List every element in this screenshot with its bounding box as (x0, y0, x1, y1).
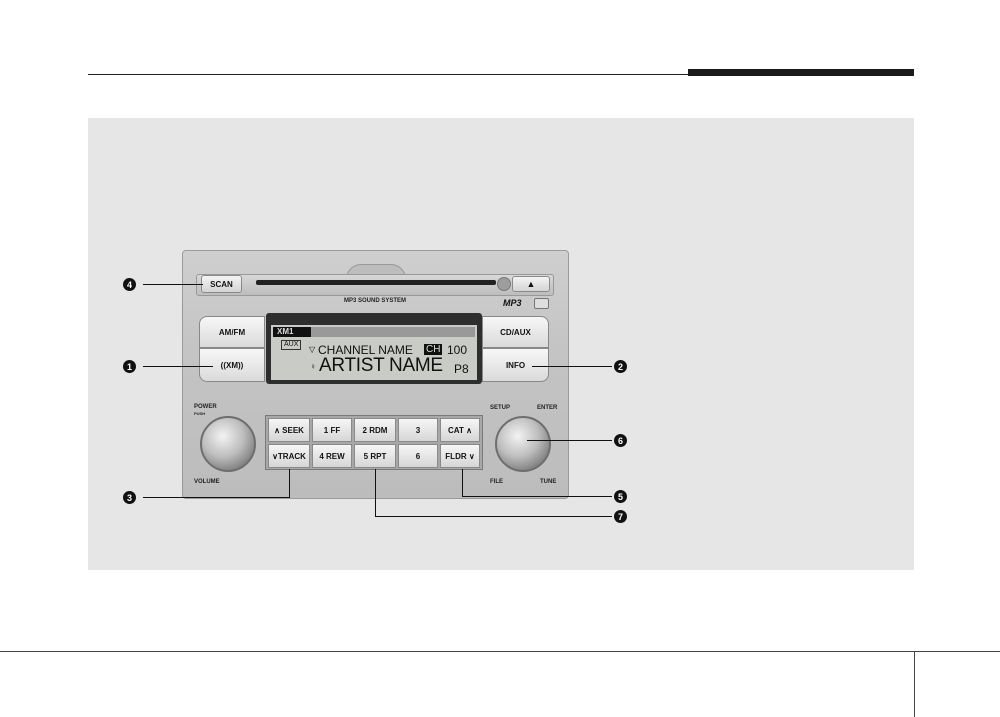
callout-5-leader-v (462, 469, 463, 496)
seek-up-button[interactable]: ∧ SEEK (268, 418, 310, 442)
push-label: PUSH (194, 411, 206, 416)
callout-6-leader (527, 440, 612, 441)
volume-label: VOLUME (194, 479, 220, 485)
channel-name-text: CHANNEL NAME (309, 343, 413, 357)
preset-6-button[interactable]: 6 (398, 444, 438, 468)
channel-number: 100 (447, 343, 468, 357)
callout-3-leader-h (143, 497, 290, 498)
eject-button[interactable]: ▲ (512, 276, 550, 292)
cd-slot (256, 280, 496, 285)
track-down-button[interactable]: ∨TRACK (268, 444, 310, 468)
setup-label: SETUP (490, 405, 511, 411)
callout-2: 2 (614, 360, 627, 373)
scan-button[interactable]: SCAN (201, 275, 242, 293)
callout-4: 4 (123, 278, 136, 291)
folder-down-button[interactable]: FLDR ∨ (440, 444, 480, 468)
callout-3-leader-v (289, 469, 290, 497)
header-accent-bar (688, 69, 914, 76)
preset-number: P8 (454, 362, 469, 376)
preset-4-button[interactable]: 4 REW (312, 444, 352, 468)
cd-aux-button[interactable]: CD/AUX (482, 316, 549, 348)
display-status-bar (311, 327, 475, 337)
preset-2-button[interactable]: 2 RDM (354, 418, 396, 442)
artist-icon: ♀ (310, 362, 316, 371)
callout-7-leader-v (375, 469, 376, 516)
cd-slot-strip (196, 274, 554, 296)
tune-label: TUNE (540, 479, 557, 485)
callout-3: 3 (123, 491, 136, 504)
enter-label: ENTER (537, 405, 558, 411)
callout-7: 7 (614, 510, 627, 523)
aux-indicator: AUX (281, 340, 302, 350)
callout-5: 5 (614, 490, 627, 503)
channel-badge: CH (424, 344, 443, 355)
header-rule (88, 74, 914, 75)
power-label: POWER (194, 404, 217, 410)
am-fm-button[interactable]: AM/FM (199, 316, 265, 348)
footer-rule (0, 651, 1000, 652)
preset-5-button[interactable]: 5 RPT (354, 444, 396, 468)
callout-7-leader-h (375, 516, 612, 517)
category-up-button[interactable]: CAT ∧ (440, 418, 480, 442)
callout-5-leader-h (462, 496, 612, 497)
callout-1-leader (143, 366, 213, 367)
callout-2-leader (532, 366, 612, 367)
antenna-icon: ▽ (309, 345, 316, 354)
preset-1-button[interactable]: 1 FF (312, 418, 352, 442)
power-volume-knob[interactable] (200, 416, 256, 472)
artist-name: ARTIST NAME (319, 355, 443, 376)
file-label: FILE (490, 479, 503, 485)
callout-6: 6 (614, 434, 627, 447)
mp3-logo: MP3 (503, 298, 522, 308)
info-button[interactable]: INFO (482, 348, 549, 382)
cd-logo-icon (534, 298, 549, 309)
channel-name: CHANNEL NAME (318, 343, 413, 357)
xm-button[interactable]: ((XM)) (199, 348, 265, 382)
band-indicator: XM1 (273, 327, 311, 337)
disc-indicator-icon (497, 277, 511, 291)
preset-3-button[interactable]: 3 (398, 418, 438, 442)
callout-1: 1 (123, 360, 136, 373)
tune-knob[interactable] (495, 416, 551, 472)
footer-divider (914, 651, 915, 717)
callout-4-leader (143, 284, 203, 285)
sound-system-caption: MP3 SOUND SYSTEM (343, 298, 406, 304)
